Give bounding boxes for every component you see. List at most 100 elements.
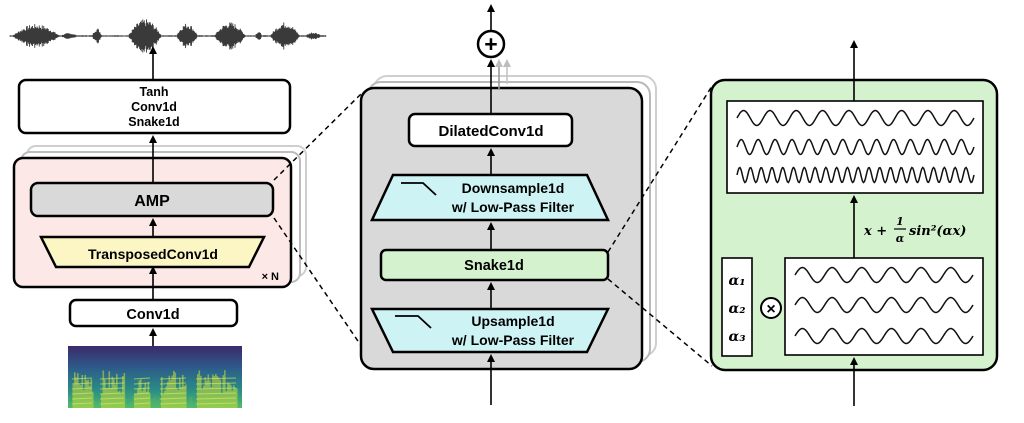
spectrogram-bin <box>185 384 187 408</box>
spectrogram-harmonic <box>159 387 187 390</box>
spectrogram-bin <box>131 401 133 408</box>
spectrogram-bin <box>141 391 144 408</box>
zoom-line-bottom-right <box>607 278 713 367</box>
spectrogram-bin <box>99 402 102 408</box>
spectrogram-bin <box>68 396 70 408</box>
spectrogram-bin <box>117 391 120 408</box>
spectrogram-harmonic <box>195 392 237 395</box>
spectrogram-bin <box>152 398 154 408</box>
spectrogram-bin <box>168 375 171 408</box>
upsample-label: Upsample1d <box>471 313 554 329</box>
spectrogram-bin <box>206 380 208 408</box>
spectrogram-harmonic <box>99 387 125 390</box>
alpha-2: α₂ <box>729 301 746 317</box>
amp-label: AMP <box>134 193 170 210</box>
spectrogram-harmonic <box>133 392 151 395</box>
output-stack-box <box>17 78 292 135</box>
input-wave-3 <box>794 327 974 345</box>
spectrogram-bin <box>95 401 97 408</box>
spectrogram-bin <box>74 372 76 408</box>
input-wave-1 <box>794 266 974 284</box>
input-waves-box <box>784 257 984 356</box>
formula-numerator: 1 <box>896 215 904 228</box>
spectrogram-bin <box>161 377 163 408</box>
spectrogram-harmonic <box>99 392 125 395</box>
spectrogram-harmonic <box>71 387 93 390</box>
spectrogram-bin <box>219 379 222 408</box>
alpha-3: α₃ <box>729 329 746 345</box>
spectrogram-bin <box>240 402 242 408</box>
spectrogram-harmonic <box>71 377 93 380</box>
spectrogram-bin <box>197 374 199 408</box>
spectrogram-bin <box>93 400 96 408</box>
spectrogram-bin <box>167 381 169 408</box>
spectrogram-harmonic <box>71 397 93 400</box>
output-waves <box>736 109 975 184</box>
low-pass-filter-icon-up <box>395 315 432 329</box>
spectrogram-harmonic <box>195 387 237 390</box>
spectrogram-bin <box>92 391 94 408</box>
spectrogram-bin <box>137 388 139 408</box>
spectrogram-bin <box>180 386 183 408</box>
spectrogram-bin <box>134 393 136 408</box>
spectrogram-bin <box>107 388 109 408</box>
alpha-box <box>721 257 753 357</box>
spectrogram-bin <box>119 390 121 408</box>
spectrogram-bin <box>165 386 168 408</box>
spectrogram-harmonic <box>159 392 187 395</box>
spectrogram-bin <box>224 370 226 408</box>
spectrogram-bin <box>203 385 205 408</box>
spectrogram-bin <box>231 390 234 408</box>
spectrogram-bin <box>159 398 162 408</box>
snake-formula: x + 1 α sin²(αx) <box>863 215 966 245</box>
spectrogram-bin <box>177 389 180 408</box>
spectrogram-bin <box>171 375 174 408</box>
spectrogram-bin <box>189 396 192 408</box>
center-panel <box>359 86 644 371</box>
zoom-line-top-right <box>607 85 713 253</box>
spectrogram-bin <box>192 404 195 408</box>
formula-denominator: α <box>896 232 905 245</box>
output-wave-1 <box>736 109 975 127</box>
low-pass-filter-icon-down <box>401 182 437 196</box>
zoom-line-bottom-left <box>273 217 363 348</box>
spectrogram-bin <box>144 382 147 408</box>
spectrogram-bin <box>212 374 214 408</box>
spectrogram-bin <box>182 374 184 408</box>
spectrogram-bin <box>146 391 148 408</box>
input-waves <box>794 266 974 345</box>
output-wave-2 <box>736 138 975 156</box>
spectrogram-harmonic <box>195 382 237 385</box>
upsample-sub-label: w/ Low-Pass Filter <box>451 332 575 348</box>
dilated-conv-box <box>407 112 574 148</box>
spectrogram-bin <box>83 389 85 408</box>
spectrogram-harmonic <box>99 382 125 385</box>
spectrogram-bin <box>147 382 150 408</box>
spectrogram-bin <box>129 402 132 408</box>
spectrogram-bin <box>200 375 202 408</box>
spectrogram-bin <box>87 379 90 408</box>
spectrogram-bin <box>138 380 141 408</box>
spectrogram-harmonic <box>195 377 237 380</box>
spectrogram-bin <box>191 396 193 408</box>
spectrogram-bin <box>222 375 225 408</box>
spectrogram-bin <box>164 390 166 408</box>
spectrogram-harmonic <box>159 402 187 405</box>
spectrogram-bin <box>228 383 231 408</box>
spectrogram-bin <box>227 382 229 408</box>
spectrogram-bin <box>233 385 235 408</box>
spectrogram-harmonic <box>159 377 187 380</box>
spectrogram-harmonic <box>99 402 125 405</box>
spectrogram-bin <box>114 384 117 408</box>
spectrogram-bin <box>230 384 232 408</box>
spectrogram-harmonic <box>195 402 237 405</box>
spectrogram-bin <box>188 401 190 408</box>
downsample-sub-label: w/ Low-Pass Filter <box>451 199 575 215</box>
spectrogram-bin <box>213 376 216 408</box>
spectrogram-bin <box>123 373 126 408</box>
spectrogram-bin <box>72 384 75 408</box>
downsample-trapezoid <box>370 173 610 222</box>
spectrogram-bin <box>105 388 108 408</box>
multiply-node <box>760 297 782 319</box>
